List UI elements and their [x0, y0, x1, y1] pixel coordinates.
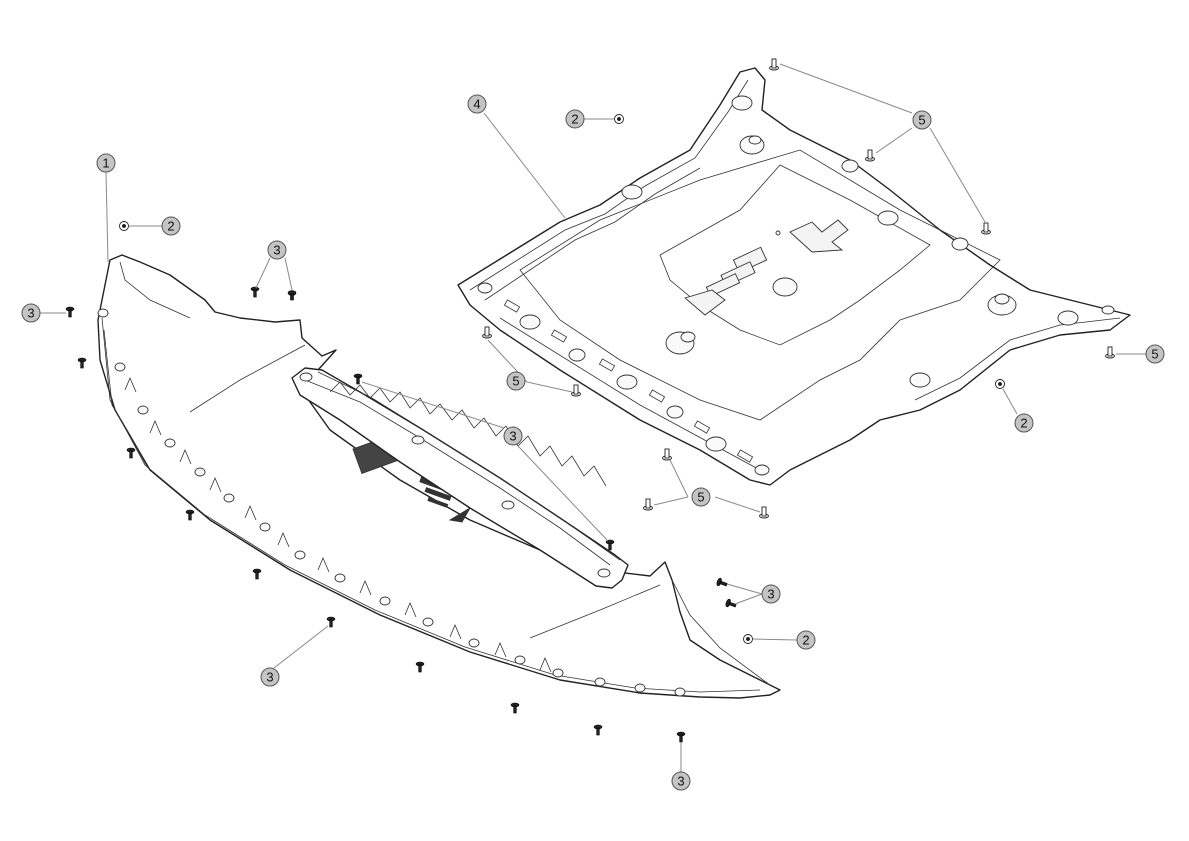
callout-3: 3 — [21, 303, 41, 323]
svg-text:3: 3 — [27, 306, 34, 321]
callout-2: 2 — [161, 216, 181, 236]
svg-text:2: 2 — [802, 633, 809, 648]
svg-text:3: 3 — [273, 243, 280, 258]
svg-text:5: 5 — [1151, 347, 1158, 362]
underbody-shield — [457, 67, 1131, 486]
leader-lines — [40, 63, 1146, 772]
callout-2: 2 — [565, 109, 585, 129]
clip-fastener — [482, 58, 1115, 519]
svg-text:3: 3 — [767, 587, 774, 602]
svg-text:5: 5 — [512, 374, 519, 389]
screw-fastener — [65, 286, 737, 743]
callout-3: 3 — [260, 667, 280, 687]
nut-fastener — [119, 114, 1005, 644]
callout-5: 5 — [691, 487, 711, 507]
svg-text:5: 5 — [918, 113, 925, 128]
direction-arrow — [789, 219, 849, 253]
callout-3: 3 — [761, 584, 781, 604]
svg-text:2: 2 — [571, 112, 578, 127]
center-trim-strip — [291, 367, 629, 589]
callout-4: 4 — [467, 94, 487, 114]
callout-2: 2 — [1014, 413, 1034, 433]
svg-text:4: 4 — [473, 97, 480, 112]
callout-5: 5 — [912, 110, 932, 130]
callout-3: 3 — [671, 771, 691, 791]
svg-text:2: 2 — [167, 219, 174, 234]
callout-5: 5 — [1145, 344, 1165, 364]
callout-3: 3 — [503, 426, 523, 446]
svg-text:3: 3 — [509, 429, 516, 444]
svg-text:1: 1 — [102, 156, 109, 171]
callout-5: 5 — [506, 371, 526, 391]
callout-2: 2 — [796, 630, 816, 650]
svg-text:5: 5 — [697, 490, 704, 505]
svg-text:3: 3 — [677, 774, 684, 789]
callout-3: 3 — [267, 240, 287, 260]
svg-text:3: 3 — [266, 670, 273, 685]
callout-1: 1 — [96, 153, 116, 173]
svg-text:2: 2 — [1020, 416, 1027, 431]
